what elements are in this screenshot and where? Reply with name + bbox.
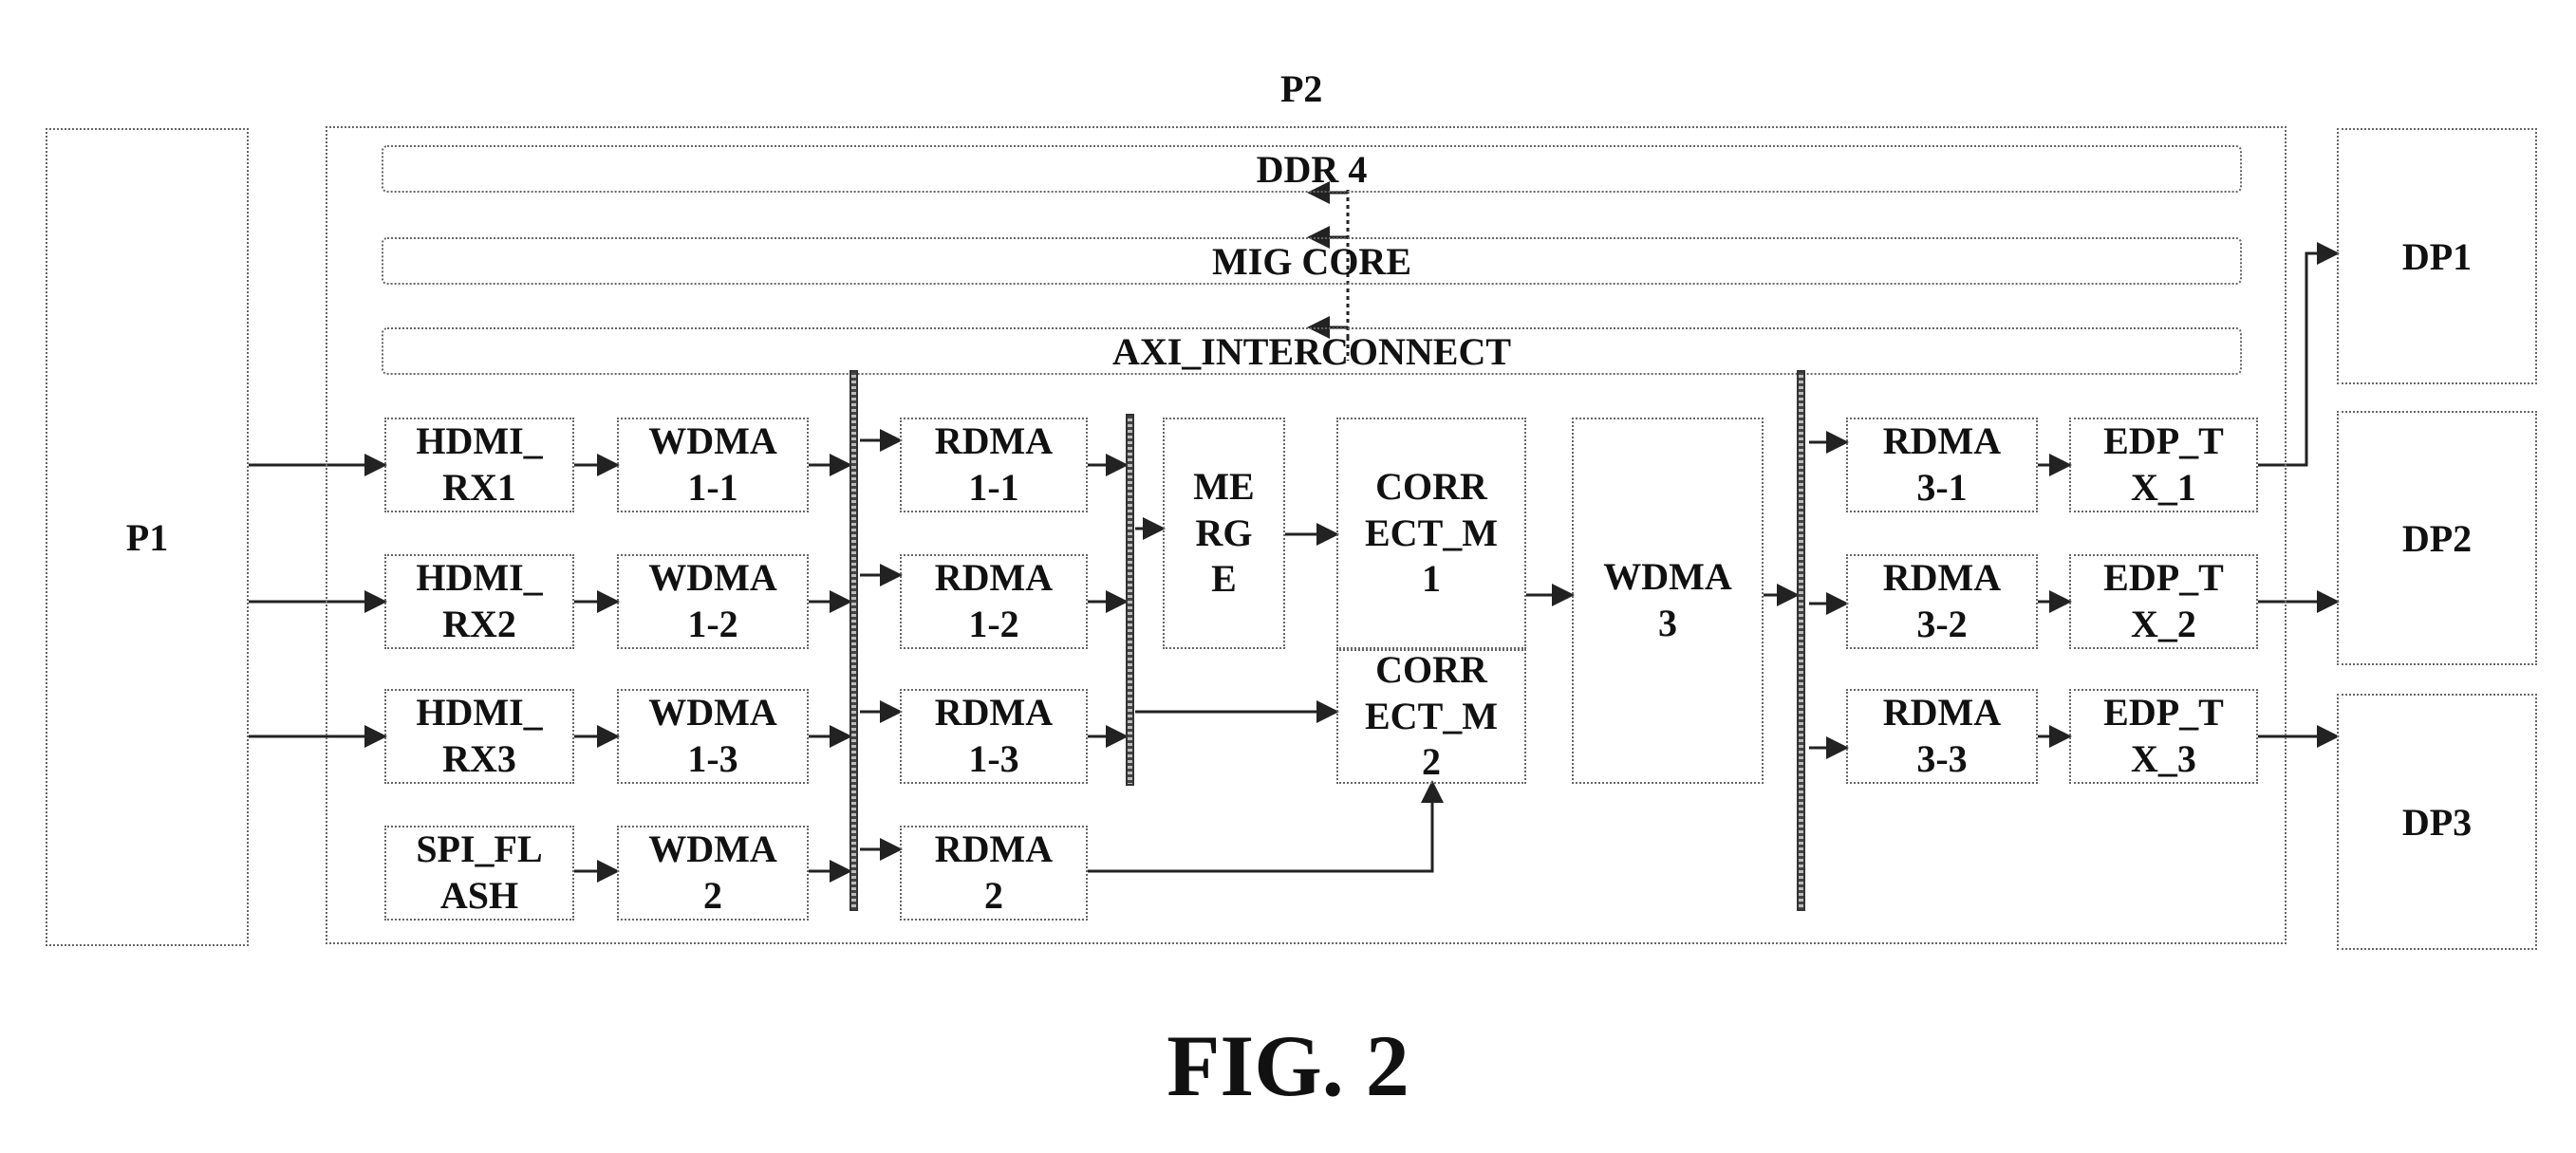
mig-core-bar: MIG CORE: [382, 237, 2242, 285]
spi-flash-label: SPI_FL ASH: [416, 828, 543, 917]
rdma-1-3-label: RDMA 1-3: [934, 691, 1054, 780]
dp3-label: DP3: [2401, 800, 2473, 844]
correct-m1-block: CORR ECT_M 1: [1336, 418, 1526, 649]
p1-label: P1: [125, 515, 169, 559]
wdma-3-label: WDMA 3: [1603, 555, 1732, 644]
dp1-block: DP1: [2337, 128, 2537, 384]
wdma-1-1-block: WDMA 1-1: [617, 418, 809, 512]
p2-label: P2: [1280, 67, 1323, 110]
bus-c: [1797, 370, 1805, 911]
axi-interconnect-bar: AXI_INTERCONNECT: [382, 327, 2242, 375]
wdma-2-block: WDMA 2: [617, 826, 809, 921]
bus-b: [1126, 414, 1134, 786]
edp-tx1-block: EDP_T X_1: [2069, 418, 2258, 512]
wdma-1-1-label: WDMA 1-1: [648, 419, 777, 509]
hdmi-rx2-block: HDMI_ RX2: [384, 554, 574, 649]
rdma-1-1-label: RDMA 1-1: [934, 419, 1054, 509]
rdma-1-2-block: RDMA 1-2: [900, 554, 1088, 649]
rdma-1-1-block: RDMA 1-1: [900, 418, 1088, 512]
edp-tx3-label: EDP_T X_3: [2103, 691, 2224, 780]
edp-tx2-block: EDP_T X_2: [2069, 554, 2258, 649]
rdma-3-2-label: RDMA 3-2: [1882, 556, 2002, 645]
dp2-block: DP2: [2337, 411, 2537, 665]
mig-core-label: MIG CORE: [1212, 239, 1411, 283]
p2-container: [326, 126, 2287, 944]
rdma-3-2-block: RDMA 3-2: [1846, 554, 2038, 649]
hdmi-rx1-block: HDMI_ RX1: [384, 418, 574, 512]
p1-block: P1: [46, 128, 249, 946]
correct-m1-label: CORR ECT_M 1: [1365, 464, 1498, 601]
rdma-1-2-label: RDMA 1-2: [934, 556, 1054, 645]
correct-m2-block: CORR ECT_M 2: [1336, 647, 1526, 784]
rdma-1-3-block: RDMA 1-3: [900, 689, 1088, 784]
hdmi-rx2-label: HDMI_ RX2: [416, 556, 543, 645]
wdma-1-3-block: WDMA 1-3: [617, 689, 809, 784]
edp-tx3-block: EDP_T X_3: [2069, 689, 2258, 784]
wdma-1-2-block: WDMA 1-2: [617, 554, 809, 649]
ddr4-bar: DDR 4: [382, 145, 2242, 193]
bus-a: [849, 370, 858, 911]
figure-caption: FIG. 2: [1167, 1017, 1409, 1114]
rdma-3-1-label: RDMA 3-1: [1882, 419, 2002, 509]
wdma-1-3-label: WDMA 1-3: [648, 691, 777, 780]
wdma-2-label: WDMA 2: [648, 828, 777, 917]
edp-tx1-label: EDP_T X_1: [2103, 419, 2224, 509]
rdma-2-label: RDMA 2: [934, 828, 1054, 917]
wdma-1-2-label: WDMA 1-2: [648, 556, 777, 645]
edp-tx2-label: EDP_T X_2: [2103, 556, 2224, 645]
dp1-label: DP1: [2401, 234, 2473, 278]
rdma-3-3-block: RDMA 3-3: [1846, 689, 2038, 784]
rdma-2-block: RDMA 2: [900, 826, 1088, 921]
spi-flash-block: SPI_FL ASH: [384, 826, 574, 921]
merge-label: ME RG E: [1193, 464, 1255, 601]
rdma-3-1-block: RDMA 3-1: [1846, 418, 2038, 512]
merge-block: ME RG E: [1163, 418, 1285, 649]
axi-interconnect-label: AXI_INTERCONNECT: [1111, 329, 1512, 373]
rdma-3-3-label: RDMA 3-3: [1882, 691, 2002, 780]
dp3-block: DP3: [2337, 694, 2537, 950]
wdma-3-block: WDMA 3: [1572, 418, 1764, 784]
hdmi-rx3-label: HDMI_ RX3: [416, 691, 543, 780]
correct-m2-label: CORR ECT_M 2: [1365, 647, 1498, 784]
ddr4-label: DDR 4: [1256, 147, 1368, 191]
hdmi-rx3-block: HDMI_ RX3: [384, 689, 574, 784]
hdmi-rx1-label: HDMI_ RX1: [416, 419, 543, 509]
dp2-label: DP2: [2401, 516, 2473, 560]
